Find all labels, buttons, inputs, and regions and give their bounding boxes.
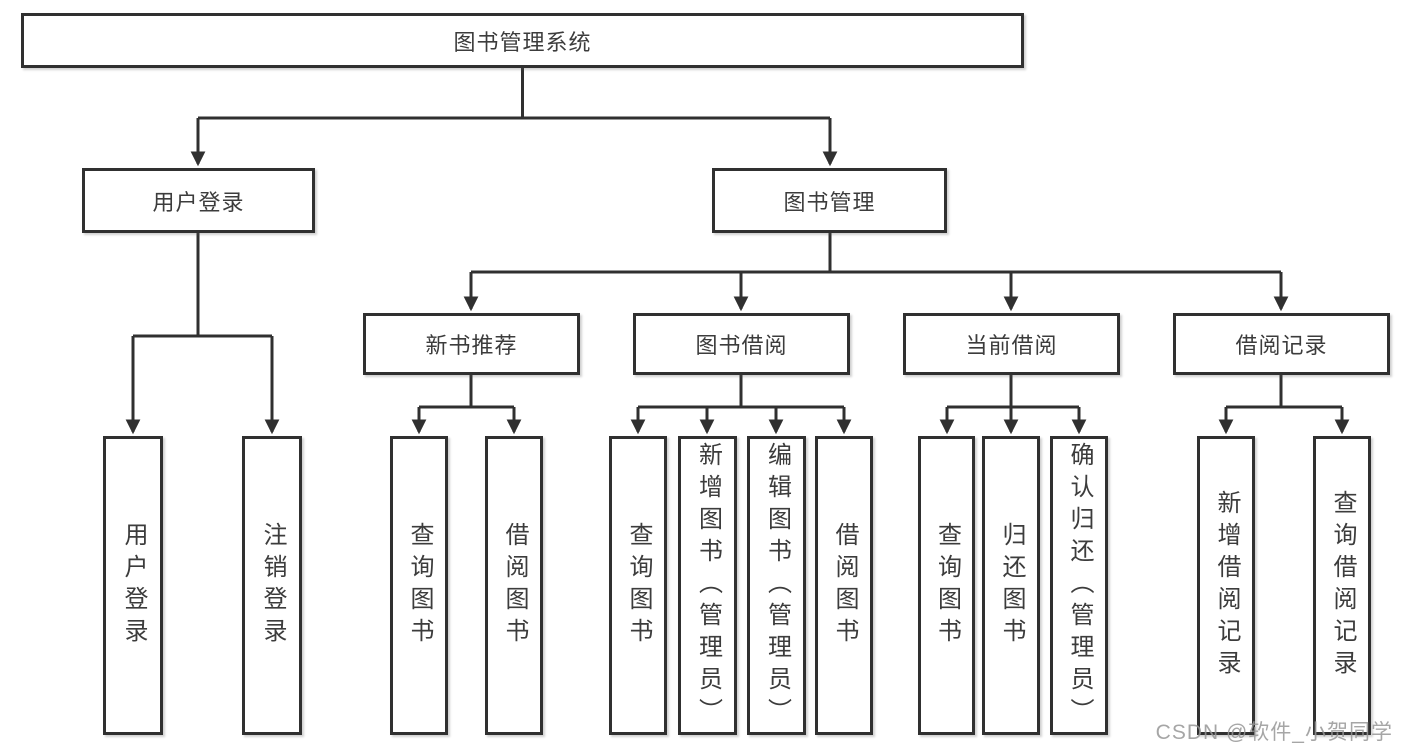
leaf-label: 注销登录 xyxy=(259,521,286,650)
leaf-borrow-borrow-books: 借阅图书 xyxy=(815,436,873,735)
leaf-records-query-record: 查询借阅记录 xyxy=(1313,436,1371,735)
leaf-label: 确认归还（管理员） xyxy=(1066,441,1093,730)
node-label: 图书管理 xyxy=(783,189,876,215)
leaf-label: 查询图书 xyxy=(933,521,961,650)
leaf-label: 查询借阅记录 xyxy=(1329,489,1356,682)
leaf-label: 借阅图书 xyxy=(501,521,528,650)
node-book-management: 图书管理 xyxy=(712,168,947,233)
node-user-login: 用户登录 xyxy=(82,168,315,233)
node-label: 用户登录 xyxy=(152,189,245,215)
leaf-label: 借阅图书 xyxy=(831,521,858,650)
leaf-logout: 注销登录 xyxy=(242,436,302,735)
leaf-label: 用户登录 xyxy=(120,521,147,650)
node-label: 借阅记录 xyxy=(1235,333,1328,358)
leaf-records-add-record: 新增借阅记录 xyxy=(1197,436,1255,735)
leaf-label: 归还图书 xyxy=(998,521,1025,650)
node-library-system: 图书管理系统 xyxy=(21,13,1024,68)
node-book-borrowing: 图书借阅 xyxy=(633,313,850,375)
node-new-book-recommend: 新书推荐 xyxy=(363,313,580,375)
leaf-current-query-books: 查询图书 xyxy=(918,436,975,735)
leaf-borrow-add-books-admin: 新增图书（管理员） xyxy=(678,436,737,735)
node-label: 图书借阅 xyxy=(695,333,788,358)
leaf-borrow-edit-books-admin: 编辑图书（管理员） xyxy=(747,436,806,735)
node-label: 新书推荐 xyxy=(425,333,518,358)
node-label: 图书管理系统 xyxy=(453,29,592,55)
leaf-recommend-query-books: 查询图书 xyxy=(390,436,448,735)
leaf-label: 新增图书（管理员） xyxy=(694,441,722,730)
leaf-user-login: 用户登录 xyxy=(103,436,163,735)
node-borrowing-records: 借阅记录 xyxy=(1173,313,1390,375)
leaf-recommend-borrow-books: 借阅图书 xyxy=(485,436,543,735)
leaf-label: 查询图书 xyxy=(406,521,433,650)
leaf-borrow-query-books: 查询图书 xyxy=(609,436,667,735)
leaf-label: 编辑图书（管理员） xyxy=(763,441,791,730)
leaf-label: 新增借阅记录 xyxy=(1213,489,1240,682)
node-label: 当前借阅 xyxy=(965,333,1058,358)
leaf-current-return-books: 归还图书 xyxy=(982,436,1040,735)
csdn-watermark: CSDN @软件_小贺同学 xyxy=(1155,721,1393,744)
node-current-borrowing: 当前借阅 xyxy=(903,313,1120,375)
leaf-label: 查询图书 xyxy=(625,521,652,650)
leaf-current-confirm-return-admin: 确认归还（管理员） xyxy=(1050,436,1108,735)
